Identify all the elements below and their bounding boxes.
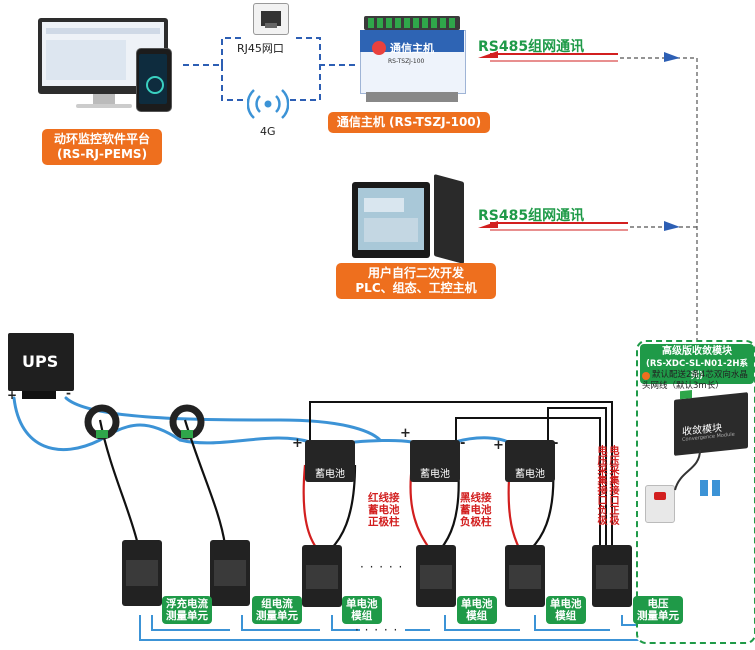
unit-single-3: 单电池 模组 <box>546 596 586 624</box>
unit-float-current: 浮充电流 测量单元 <box>162 596 212 624</box>
battery-2-label: 蓄电池 <box>420 469 450 480</box>
rj45-icon <box>253 3 289 35</box>
power-adapter <box>645 485 675 523</box>
unit-voltage: 电压 测量单元 <box>633 596 683 624</box>
collector-title: 高级版收敛模块 (RS-XDC-SL-N01-2H系列) <box>640 344 754 384</box>
platform-line2: (RS-RJ-PEMS) <box>56 147 148 161</box>
rs485-label-top: RS485组网通讯 <box>478 39 585 55</box>
red-wire-note: 红线接 蓄电池 正极柱 <box>368 492 400 528</box>
collector-note-dot <box>642 372 650 380</box>
4g-label: 4G <box>260 125 276 138</box>
platform-label: 动环监控软件平台 (RS-RJ-PEMS) <box>42 129 162 165</box>
rs485-bus-line <box>620 57 698 345</box>
user-dev-line1: 用户自行二次开发 <box>367 266 464 280</box>
collector-note: 默认配送2条4芯双向水晶头网线（默认3m长） <box>642 370 748 391</box>
rs485-arrow-top <box>478 51 680 62</box>
black-wire-note: 黑线接 蓄电池 负极柱 <box>460 492 492 528</box>
current-sensor-2 <box>169 404 205 440</box>
unit-single-2: 单电池 模组 <box>457 596 497 624</box>
module-single-1 <box>302 545 342 607</box>
rj45-label: RJ45网口 <box>237 42 284 55</box>
battery-3-minus: - <box>553 436 559 451</box>
ellipsis-mid: · · · · · <box>360 560 404 574</box>
ups-terminal <box>22 391 56 399</box>
monitor-device <box>38 18 172 112</box>
wireless-4g-icon <box>247 89 289 119</box>
rs485-arrow-mid <box>478 221 680 231</box>
battery-3-plus: + <box>493 438 504 453</box>
network-dashed-lines <box>183 37 355 101</box>
host-device: 通信主机 RS-TSZJ-100 <box>360 16 466 102</box>
ups-minus: - <box>66 386 71 400</box>
ups-device <box>8 333 74 391</box>
adapter-cable <box>674 449 720 496</box>
unit-group-current: 组电流 测量单元 <box>252 596 302 624</box>
unit-single-1: 单电池 模组 <box>342 596 382 624</box>
battery-1-label: 蓄电池 <box>315 469 345 480</box>
current-sensor-1 <box>84 404 120 440</box>
battery-3-label: 蓄电池 <box>515 469 545 480</box>
black-wires <box>309 401 613 545</box>
collector-title-line2: (RS-XDC-SL-N01-2H系列) <box>645 359 749 381</box>
battery-1-plus: + <box>292 436 303 451</box>
rs485-label-mid: RS485组网通讯 <box>478 208 585 224</box>
battery-1 <box>305 440 355 482</box>
voltage-interface-note: 电压采集接口正极 电压采集接口负极 <box>595 445 618 525</box>
ellipsis-bottom: · · · · · <box>355 623 399 637</box>
host-model: RS-TSZJ-100 <box>388 58 425 65</box>
collector-title-line1: 高级版收敛模块 <box>662 346 732 357</box>
panel-pc <box>352 173 472 265</box>
battery-2 <box>410 440 460 482</box>
module-single-3 <box>505 545 545 607</box>
host-label: 通信主机 (RS-TSZJ-100) <box>328 112 490 133</box>
module-float-current <box>122 540 162 606</box>
ups-label: UPS <box>22 352 59 371</box>
host-brand: 通信主机 <box>390 42 434 55</box>
user-dev-line2: PLC、组态、工控主机 <box>355 281 477 295</box>
battery-3 <box>505 440 555 482</box>
module-single-2 <box>416 545 456 607</box>
battery-2-minus: - <box>460 436 466 451</box>
ups-plus: + <box>7 388 18 402</box>
platform-line1: 动环监控软件平台 <box>53 132 150 146</box>
user-dev-label: 用户自行二次开发 PLC、组态、工控主机 <box>336 263 496 299</box>
battery-2-plus: + <box>400 426 411 441</box>
module-voltage <box>592 545 632 607</box>
module-group-current <box>210 540 250 606</box>
